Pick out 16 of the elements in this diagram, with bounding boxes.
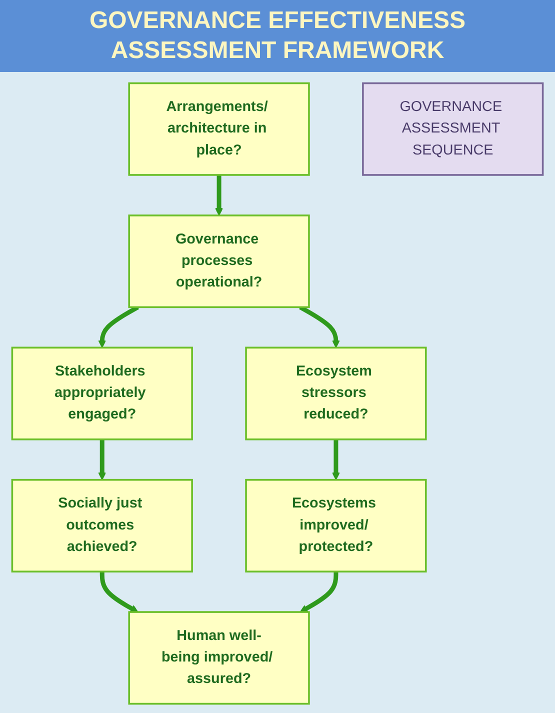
node-box: Ecosystem stressors reduced? [245, 346, 427, 440]
node-box: Human well-being improved/ assured? [128, 611, 310, 705]
title-banner: GOVERNANCE EFFECTIVENESS ASSESSMENT FRAMEWORK [0, 0, 555, 72]
arrow [98, 305, 140, 348]
arrow [98, 439, 106, 480]
node-box: Ecosystems improved/ protected? [245, 478, 427, 572]
arrow [215, 174, 223, 216]
arrow [300, 572, 338, 612]
node-box: Arrangements/ architecture in place? [128, 82, 310, 176]
arrow [299, 305, 340, 348]
node-box: Socially just outcomes achieved? [11, 478, 193, 572]
node-box: Governance processes operational? [128, 214, 310, 308]
arrow [332, 439, 340, 480]
node-box: Stakeholders appropriately engaged? [11, 346, 193, 440]
arrow [100, 572, 138, 612]
node-box: GOVERNANCE ASSESSMENT SEQUENCE [362, 82, 544, 176]
